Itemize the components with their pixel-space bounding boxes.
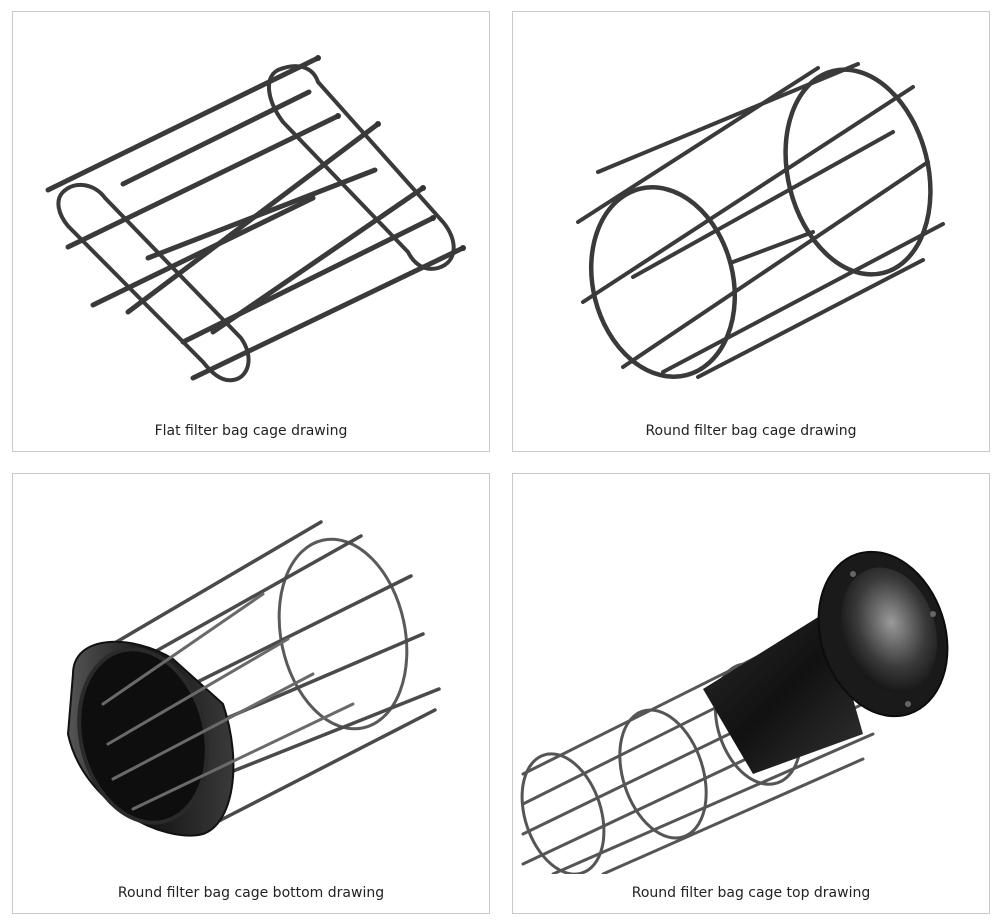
round-cage-drawing [576,62,945,379]
flat-cage-drawing [45,55,466,383]
caption-round-cage-top: Round filter bag cage top drawing [631,885,871,901]
round-cage-bottom-drawing [66,520,441,837]
image-card-round-cage-top: Round filter bag cage top drawing [512,473,990,914]
image-card-round-cage-bottom: Round filter bag cage bottom drawing [12,473,490,914]
caption-flat-cage: Flat filter bag cage drawing [154,423,348,439]
image-card-round-cage: Round filter bag cage drawing [512,11,990,452]
caption-round-cage-bottom: Round filter bag cage bottom drawing [117,885,385,901]
round-cage-top-drawing [520,550,949,874]
caption-round-cage: Round filter bag cage drawing [645,423,857,439]
image-card-flat-cage: Flat filter bag cage drawing [12,11,490,452]
